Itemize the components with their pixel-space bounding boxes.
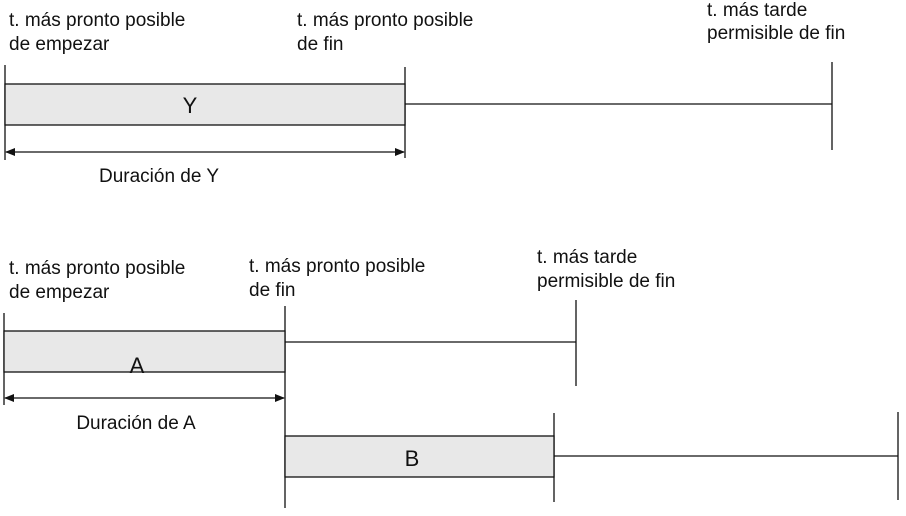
bar-y bbox=[4, 83, 406, 126]
bar-a bbox=[3, 330, 286, 373]
diagram-ab: t. más pronto posible de empezar t. más … bbox=[3, 247, 899, 508]
diagram-y: t. más pronto posible de empezar t. más … bbox=[4, 0, 845, 187]
y-early-finish-label-line1: t. más pronto posible bbox=[297, 10, 473, 31]
ab-start-label-line1: t. más pronto posible bbox=[9, 258, 185, 279]
ab-early-finish-label-line2: de fin bbox=[249, 280, 295, 301]
bar-y-label: Y bbox=[183, 93, 198, 118]
a-duration-label: Duración de A bbox=[76, 413, 196, 434]
ab-start-label-line2: de empezar bbox=[9, 282, 110, 303]
bar-b bbox=[284, 435, 555, 478]
y-early-finish-label-line2: de fin bbox=[297, 34, 343, 55]
y-late-finish-label-line2: permisible de fin bbox=[707, 23, 845, 44]
y-late-finish-label-line1: t. más tarde bbox=[707, 0, 807, 21]
y-start-label-line2: de empezar bbox=[9, 34, 110, 55]
bar-a-label: A bbox=[130, 353, 145, 378]
y-start-label-line1: t. más pronto posible bbox=[9, 10, 185, 31]
ab-late-finish-label-line2: permisible de fin bbox=[537, 271, 675, 292]
ab-late-finish-label-line1: t. más tarde bbox=[537, 247, 637, 268]
y-duration-label: Duración de Y bbox=[99, 166, 219, 187]
bar-b-label: B bbox=[405, 446, 420, 471]
ab-early-finish-label-line1: t. más pronto posible bbox=[249, 256, 425, 277]
